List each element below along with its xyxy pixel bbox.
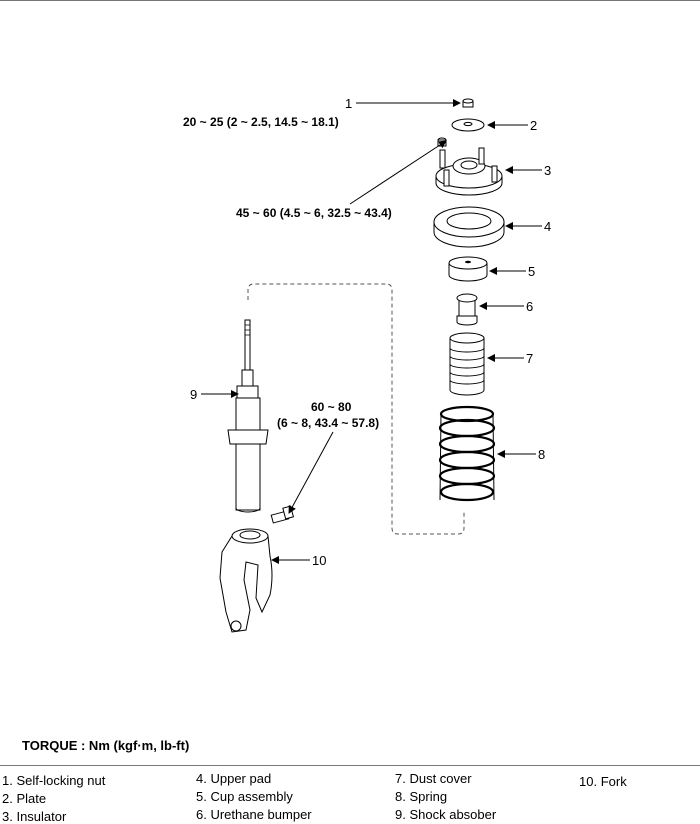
callout-3: 3 (544, 163, 551, 178)
callout-1: 1 (345, 96, 352, 111)
torque-spec-nut: 20 ~ 25 (2 ~ 2.5, 14.5 ~ 18.1) (183, 115, 339, 129)
dust-cover-part (449, 332, 485, 396)
self-locking-nut-part (462, 98, 474, 108)
callout-7: 7 (526, 351, 533, 366)
fork-bolt-part (270, 505, 295, 524)
legend-item: 2. Plate (2, 791, 46, 806)
legend-item: 1. Self-locking nut (2, 773, 105, 788)
legend-text: Plate (16, 791, 47, 806)
insulator-part (435, 137, 503, 196)
callout-8: 8 (538, 447, 545, 462)
legend-text: Insulator (16, 809, 67, 824)
callout-9: 9 (190, 387, 197, 402)
legend-item: 3. Insulator (2, 809, 66, 824)
torque-spec-fork-line1: 60 ~ 80 (311, 400, 352, 414)
strut-exploded-diagram: 1 2 3 4 5 6 7 8 9 10 20 ~ 25 (2 ~ 2.5, 1… (183, 96, 551, 633)
legend-number: 5. (196, 789, 207, 804)
legend-item: 5. Cup assembly (196, 789, 293, 804)
legend-text: Spring (409, 789, 448, 804)
callout-10: 10 (312, 553, 326, 568)
legend-number: 7. (395, 771, 406, 786)
callout-6: 6 (526, 299, 533, 314)
legend-number: 4. (196, 771, 207, 786)
legend-item: 8. Spring (395, 789, 447, 804)
legend-item: 7. Dust cover (395, 771, 472, 786)
callout-2: 2 (530, 118, 537, 133)
upper-pad-part (433, 206, 505, 248)
legend-item: 6. Urethane bumper (196, 807, 312, 822)
legend-number: 10. (579, 774, 598, 789)
legend-number: 9. (395, 807, 406, 822)
fork-part (219, 528, 273, 633)
legend-text: Dust cover (409, 771, 472, 786)
legend-number: 1. (2, 773, 13, 788)
assembly-guide-line (247, 283, 465, 535)
legend-number: 6. (196, 807, 207, 822)
top-border (0, 0, 700, 1)
spring-part (438, 405, 496, 502)
torque-spec-fork-line2: (6 ~ 8, 43.4 ~ 57.8) (277, 416, 379, 430)
callout-4: 4 (544, 219, 551, 234)
legend-item: 4. Upper pad (196, 771, 271, 786)
urethane-bumper-part (456, 293, 478, 326)
legend-number: 3. (2, 809, 13, 824)
legend-text: Shock absober (409, 807, 497, 822)
legend-text: Cup assembly (210, 789, 293, 804)
legend-text: Urethane bumper (210, 807, 312, 822)
leader-torque-upper (349, 140, 447, 205)
legend-text: Fork (600, 774, 627, 789)
cup-assembly-part (448, 256, 488, 282)
legend-text: Upper pad (210, 771, 272, 786)
leader-torque-fork (288, 431, 334, 514)
callout-5: 5 (528, 264, 535, 279)
legend-text: Self-locking nut (16, 773, 106, 788)
shock-absorber-part (227, 319, 269, 513)
legend-divider (0, 765, 700, 766)
torque-units-heading: TORQUE : Nm (kgf·m, lb-ft) (22, 738, 190, 753)
legend-number: 8. (395, 789, 406, 804)
legend-item: 9. Shock absober (395, 807, 496, 822)
legend-item: 10. Fork (579, 774, 627, 789)
torque-spec-upper: 45 ~ 60 (4.5 ~ 6, 32.5 ~ 43.4) (236, 206, 392, 220)
plate-part (451, 118, 485, 132)
legend-number: 2. (2, 791, 13, 806)
